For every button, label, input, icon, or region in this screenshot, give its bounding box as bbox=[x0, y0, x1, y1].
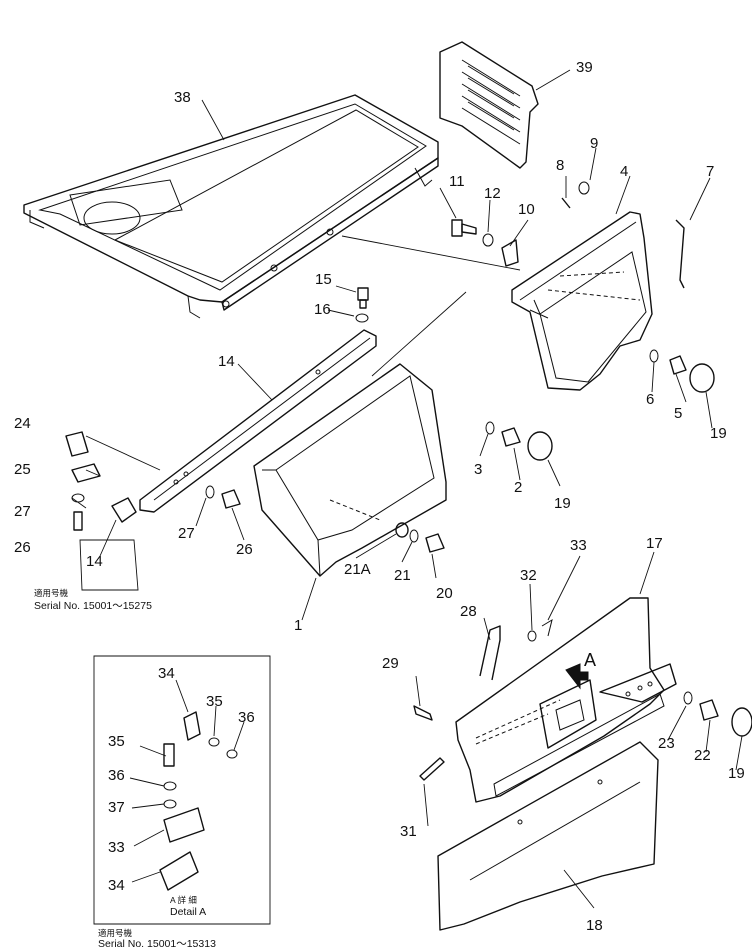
callout-13: 14 bbox=[218, 353, 235, 370]
callout-21a: 21A bbox=[344, 561, 371, 578]
part-39-grille bbox=[439, 41, 539, 169]
hardware bbox=[65, 181, 752, 781]
callout-8: 8 bbox=[556, 157, 564, 174]
serial-note-2: Serial No. 15001～15313 bbox=[98, 938, 216, 949]
callout-5: 5 bbox=[674, 405, 682, 422]
callout-21: 21 bbox=[394, 567, 411, 584]
callout-19-right: 19 bbox=[710, 425, 727, 442]
callout-3: 3 bbox=[474, 461, 482, 478]
part-17-front-panel bbox=[455, 597, 677, 803]
callout-4: 4 bbox=[620, 163, 628, 180]
leader-lines bbox=[71, 69, 743, 909]
detail-a-jp: A 詳 細 bbox=[170, 895, 197, 905]
part-1-frame bbox=[253, 363, 447, 577]
callout-26: 26 bbox=[236, 541, 253, 558]
callout-35-top: 34 bbox=[158, 665, 175, 682]
callout-1: 1 bbox=[294, 617, 302, 634]
callout-33: 33 bbox=[108, 839, 125, 856]
detail-a-inset bbox=[93, 655, 271, 925]
callout-16: 16 bbox=[314, 301, 331, 318]
callout-11: 11 bbox=[449, 173, 465, 190]
callout-14: 14 bbox=[86, 553, 103, 570]
part-4-side-panel bbox=[511, 211, 653, 391]
callout-a: A bbox=[584, 650, 596, 670]
callout-32: 33 bbox=[570, 537, 587, 554]
callout-7: 7 bbox=[706, 163, 714, 180]
callout-19-mid: 19 bbox=[554, 495, 571, 512]
callout-26-left: 26 bbox=[14, 539, 31, 556]
notes: 適用号機 Serial No. 15001～15275 A 詳 細 Detail… bbox=[34, 588, 216, 949]
callout-27: 27 bbox=[178, 525, 195, 542]
callout-labels: 38 39 11 12 10 8 9 4 7 15 16 14 24 25 27… bbox=[14, 59, 745, 934]
callout-19-low: 19 bbox=[728, 765, 745, 782]
detail-a-label: Detail A bbox=[170, 906, 206, 918]
callout-18: 18 bbox=[586, 917, 603, 934]
part-38-top-cover bbox=[23, 94, 439, 319]
callout-39: 39 bbox=[576, 59, 593, 76]
callout-28: 28 bbox=[460, 603, 477, 620]
callout-22: 22 bbox=[694, 747, 711, 764]
callout-25: 25 bbox=[14, 461, 31, 478]
callout-37: 37 bbox=[108, 799, 125, 816]
serial-note-2-jp: 適用号機 bbox=[98, 928, 133, 938]
callout-2: 2 bbox=[514, 479, 522, 496]
callout-36-top: 35 bbox=[206, 693, 223, 710]
callout-38: 38 bbox=[174, 89, 191, 106]
part-13-beam bbox=[139, 329, 377, 513]
callout-9: 9 bbox=[590, 135, 598, 152]
callout-35: 35 bbox=[108, 733, 125, 750]
callout-29: 29 bbox=[382, 655, 399, 672]
part-14-block bbox=[79, 497, 139, 591]
callout-30: 31 bbox=[400, 823, 417, 840]
callout-36: 36 bbox=[108, 767, 125, 784]
callout-12: 12 bbox=[484, 185, 501, 202]
callout-15: 15 bbox=[315, 271, 332, 288]
callout-31: 32 bbox=[520, 567, 537, 584]
callout-27-left: 27 bbox=[14, 503, 31, 520]
callout-10: 10 bbox=[518, 201, 535, 218]
callout-34: 34 bbox=[108, 877, 125, 894]
part-18-bottom-plate bbox=[437, 741, 659, 931]
callout-24: 24 bbox=[14, 415, 31, 432]
callout-6: 6 bbox=[646, 391, 654, 408]
callout-23: 23 bbox=[658, 735, 675, 752]
callout-20: 20 bbox=[436, 585, 453, 602]
callout-17: 17 bbox=[646, 535, 663, 552]
serial-note-1-jp: 適用号機 bbox=[34, 588, 69, 598]
serial-note-1: Serial No. 15001～15275 bbox=[34, 600, 152, 612]
callout-37-top: 36 bbox=[238, 709, 255, 726]
